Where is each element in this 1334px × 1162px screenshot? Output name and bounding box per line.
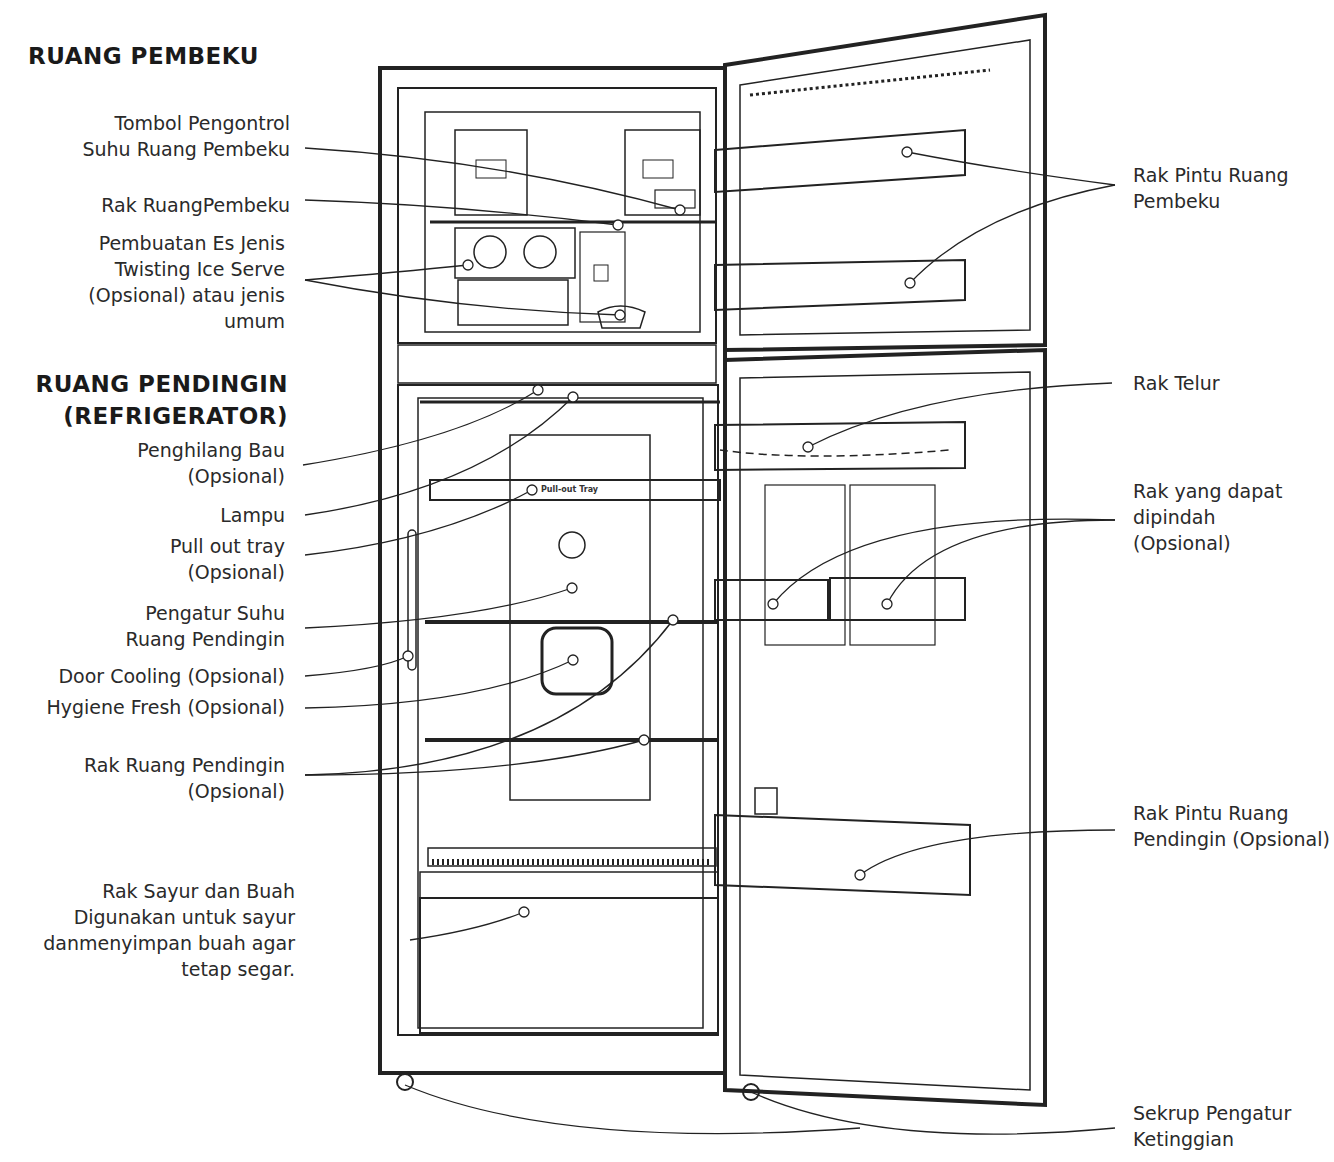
part-label: Tombol Pengontrol Suhu Ruang Pembeku [70, 110, 290, 162]
part-label: Rak Pintu Ruang Pendingin (Opsional) [1133, 800, 1333, 852]
section-heading: RUANG PENDINGIN (REFRIGERATOR) [0, 368, 288, 432]
part-label: Penghilang Bau (Opsional) [100, 437, 285, 489]
part-label: Rak Pintu Ruang Pembeku [1133, 162, 1328, 214]
part-label: Lampu [100, 502, 285, 528]
part-label: Rak RuangPembeku [40, 192, 290, 218]
part-label: Rak Sayur dan Buah Digunakan untuk sayur… [30, 878, 295, 982]
part-label: Pengatur Suhu Ruang Pendingin [80, 600, 285, 652]
part-label: Rak yang dapat dipindah (Opsional) [1133, 478, 1318, 556]
part-label: Hygiene Fresh (Opsional) [0, 694, 285, 720]
part-label: Pembuatan Es Jenis Twisting Ice Serve (O… [70, 230, 285, 334]
part-label: Rak Telur [1133, 370, 1328, 396]
part-label: Rak Ruang Pendingin (Opsional) [20, 752, 285, 804]
part-label: Pull out tray (Opsional) [130, 533, 285, 585]
tray-marking: Pull-out Tray [541, 485, 621, 495]
part-label: Door Cooling (Opsional) [0, 663, 285, 689]
part-label: Sekrup Pengatur Ketinggian [1133, 1100, 1328, 1152]
section-heading: RUANG PEMBEKU [28, 40, 308, 72]
